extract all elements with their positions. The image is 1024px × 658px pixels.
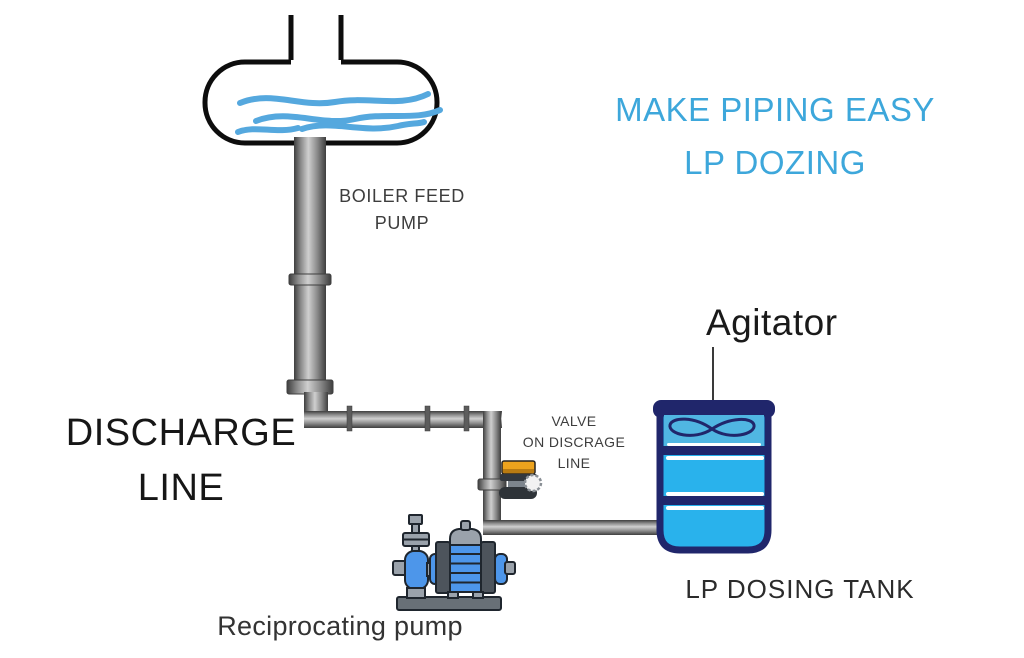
valve-label-line-1: VALVE — [551, 413, 597, 429]
tank-highlight — [666, 506, 764, 510]
reciprocating-pump-label: Reciprocating pump — [217, 611, 463, 641]
valve-label-line-2: ON DISCRAGE — [522, 434, 626, 450]
motor-nozzle-right — [504, 561, 516, 575]
cylinder-foot — [406, 587, 426, 599]
pipe-segment-horizontal-upper — [304, 411, 502, 428]
wave-line — [299, 119, 427, 132]
pipe-segment-vertical-main — [294, 137, 326, 387]
valve-handwheel — [523, 473, 543, 493]
tank-highlight — [666, 456, 764, 460]
pipe-coupling — [288, 273, 332, 286]
tank-highlight — [667, 443, 761, 446]
tank-band — [661, 496, 767, 505]
motor-dome-nub — [460, 520, 471, 531]
title-line-1: MAKE PIPING EASY — [615, 91, 935, 128]
boiler-feed-pump-label: BOILER FEED PUMP — [322, 183, 482, 237]
valve-bonnet — [508, 481, 528, 489]
lp-dosing-tank-icon — [653, 347, 775, 554]
discharge-label-line-1: DISCHARGE — [65, 412, 297, 454]
title-line-2: LP DOZING — [684, 143, 866, 181]
valve-actuator-shade — [503, 469, 534, 473]
pipe-joint-pin — [424, 405, 431, 432]
motor-foot — [447, 591, 459, 599]
motor-frame-plate-left — [435, 541, 451, 594]
valve-label-line-3: LINE — [557, 455, 591, 471]
valve-on-discharge-line-label: VALVE ON DISCRAGE LINE — [508, 411, 640, 474]
pipe-segment-vertical-down — [483, 411, 501, 535]
valve-icon — [499, 460, 543, 499]
boiler-label-line-2: PUMP — [374, 213, 430, 233]
boiler-drum-shell — [202, 59, 440, 146]
lp-dosing-tank-label: LP DOSING TANK — [685, 574, 915, 604]
motor-foot — [472, 591, 484, 599]
tank-highlight — [666, 492, 764, 496]
boiler-label-line-1: BOILER FEED — [339, 186, 465, 206]
wave-line — [235, 125, 301, 135]
pipe-coupling — [477, 478, 507, 491]
discharge-line-label: DISCHARGE LINE — [52, 406, 310, 516]
agitator-blades-icon — [668, 417, 756, 437]
reciprocating-pump-icon — [392, 514, 516, 611]
liquid-end-cylinder — [404, 550, 429, 590]
motor-body — [449, 544, 482, 593]
motor-frame-plate-right — [480, 541, 496, 594]
discharge-pipe — [286, 137, 661, 535]
boiler-inlet-nozzle — [288, 15, 344, 60]
discharge-label-line-2: LINE — [137, 467, 225, 510]
plunger-rod-cap — [408, 514, 423, 525]
motor-body-fins — [450, 553, 481, 584]
boiler-drum-icon — [202, 15, 443, 146]
wave-line — [253, 107, 443, 125]
agitator-label: Agitator — [706, 302, 838, 343]
tank-band — [661, 446, 767, 455]
motor-dome — [449, 528, 482, 546]
pipe-segment-horizontal-lower — [483, 520, 661, 535]
wave-line — [237, 91, 431, 107]
diagram-title: MAKE PIPING EASY LP DOZING — [590, 84, 960, 190]
pipe-joint-pin — [346, 405, 353, 432]
pipe-coupling — [286, 379, 334, 395]
water-waves-icon — [235, 91, 443, 135]
pipe-joint-pin — [463, 405, 470, 432]
